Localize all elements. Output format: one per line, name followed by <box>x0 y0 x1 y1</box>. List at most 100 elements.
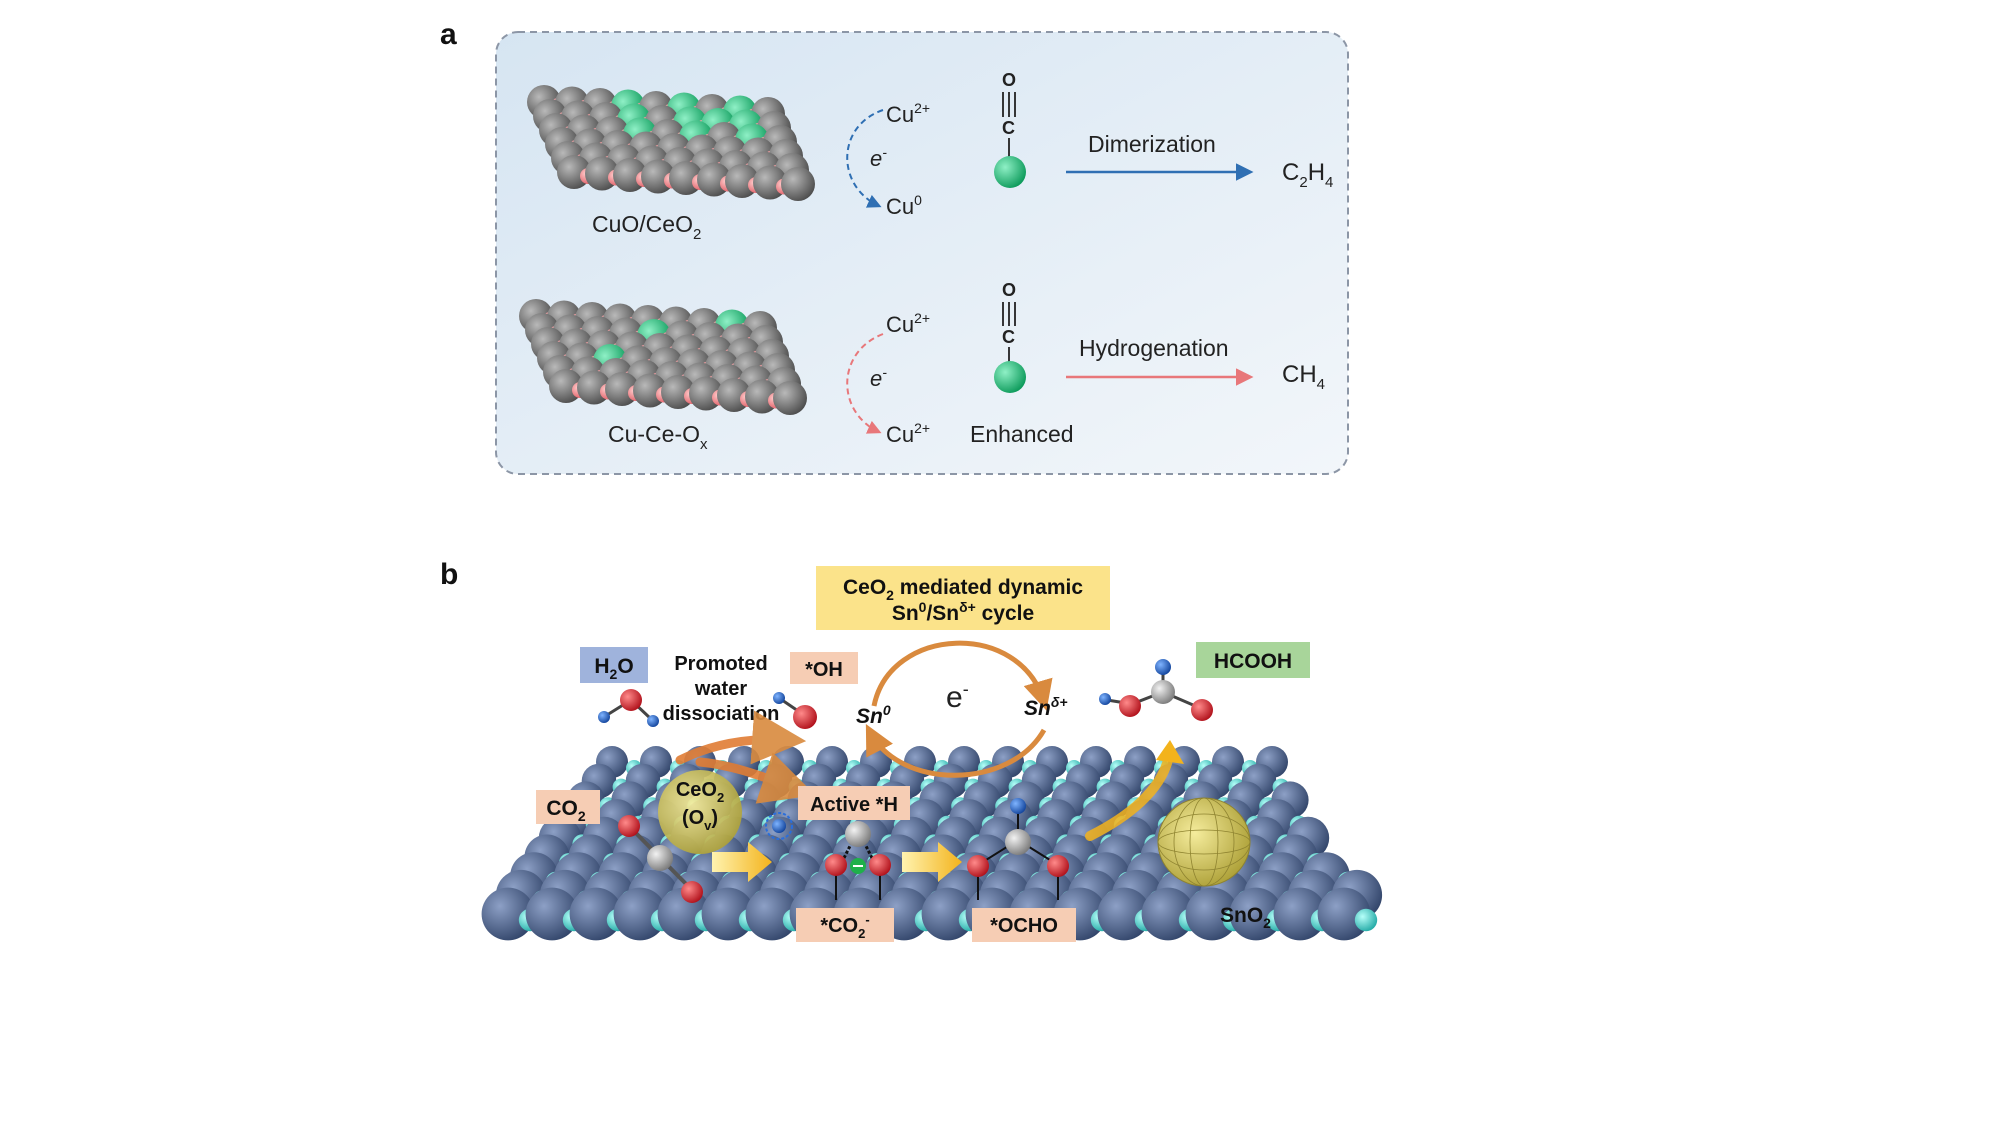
sn-atom <box>1185 887 1239 941</box>
sn-atom <box>701 887 755 941</box>
active-h-ring <box>765 812 793 840</box>
cu-ce-ox-label: Cu-Ce-Ox <box>608 421 708 453</box>
ocho-hydrogen-atom <box>1010 798 1026 814</box>
water-hydrogen-atom-2 <box>647 715 659 727</box>
cycle-arrow-bottom <box>865 724 1047 778</box>
hcooh-carbon-atom <box>1151 680 1175 704</box>
ocho-oxygen-atom-2 <box>1047 855 1069 877</box>
sn-atom <box>1229 887 1283 941</box>
ocho-box <box>972 908 1076 942</box>
ocho-oxygen-atom-1 <box>967 855 989 877</box>
ceo2-cluster <box>658 770 742 854</box>
cuo-ceo2-label: CuO/CeO2 <box>592 211 701 243</box>
ocho-label: *OCHO <box>990 915 1058 937</box>
co2-oxygen-atom-1 <box>618 815 640 837</box>
cu-stable-arrow <box>846 333 884 434</box>
sn-atom <box>1097 887 1151 941</box>
hydrogenation-label: Hydrogenation <box>1079 335 1229 361</box>
cu2plus-bottom-label: Cu2+ <box>886 420 930 447</box>
co2-oxygen-atom-2 <box>681 881 703 903</box>
enhanced-label: Enhanced <box>970 421 1074 447</box>
step-arrow-1 <box>712 842 772 882</box>
h2o-box <box>580 647 648 683</box>
cycle-title-box <box>816 566 1110 630</box>
co-bottom-c-label: C <box>1002 327 1015 347</box>
co2-ads-oxygen-atom-2 <box>869 854 891 876</box>
sndelta-label: Snδ+ <box>1024 694 1068 720</box>
oh-oxygen-atom <box>793 705 817 729</box>
desorption-arrow-head <box>1156 740 1184 764</box>
promoted-label: Promoted <box>674 653 767 675</box>
oh-hydrogen-atom <box>773 692 785 704</box>
co2-ads-label: *CO2- <box>820 912 869 941</box>
c2h4-label: C2H4 <box>1282 159 1333 191</box>
active-h-label: Active *H <box>810 794 898 816</box>
hcooh-hydrogen-atom <box>1155 659 1171 675</box>
active-h-box <box>798 786 910 820</box>
electron-bottom-label: e- <box>870 364 887 391</box>
sn0-label: Sn0 <box>856 702 891 728</box>
panel-a-label: a <box>440 18 457 51</box>
sn-atom <box>481 887 535 941</box>
sn-atom <box>1317 887 1371 941</box>
co2-ads-oxygen-atom-1 <box>825 854 847 876</box>
oxygen-atom <box>1354 908 1378 932</box>
cu-site-bottom <box>994 361 1026 393</box>
sn-atom <box>1141 887 1195 941</box>
cu2plus-top-label: Cu2+ <box>886 100 930 127</box>
hcooh-oxygen-atom-2 <box>1191 699 1213 721</box>
sn-atom <box>613 887 667 941</box>
desorption-arrow <box>1085 755 1173 841</box>
hcooh-hydroxyl-hydrogen <box>1099 693 1111 705</box>
sn-atom <box>921 887 975 941</box>
ceo2-cluster-right-grid <box>1157 797 1251 887</box>
hcooh-label: HCOOH <box>1214 650 1292 673</box>
cycle-title-line1: CeO2 mediated dynamic <box>843 576 1083 603</box>
cu-ce-ox-slab <box>519 299 807 415</box>
co2-ads-bond-2 <box>860 837 874 859</box>
cu0-label: Cu0 <box>886 192 922 219</box>
sn-atom <box>569 887 623 941</box>
co-top-c-label: C <box>1002 118 1015 138</box>
sno2-label: SnO2 <box>1220 904 1271 931</box>
step-arrow-2 <box>902 842 962 882</box>
electron-top-label: e- <box>870 144 887 171</box>
active-h-atom <box>772 819 786 833</box>
cu-site-top <box>994 156 1026 188</box>
water-hydrogen-atom-1 <box>598 711 610 723</box>
ceo2-cluster-right <box>1157 797 1251 887</box>
co-bottom-o-label: O <box>1002 280 1016 300</box>
co2-carbon-atom <box>647 845 673 871</box>
cu-reduction-arrow <box>846 109 884 208</box>
co-top-o-label: O <box>1002 70 1016 90</box>
water-oxygen-atom <box>620 689 642 711</box>
dissociation-arrow-h <box>695 752 816 804</box>
hcooh-box <box>1196 642 1310 678</box>
dimerization-label: Dimerization <box>1088 131 1216 157</box>
dissociation-arrow-oh <box>675 710 807 765</box>
dissociation-label: dissociation <box>663 703 780 725</box>
ov-label: (Ov) <box>682 807 718 833</box>
co2-ads-carbon-atom <box>845 821 871 847</box>
oh-label: *OH <box>805 659 843 681</box>
hcooh-oxygen-atom-1 <box>1119 695 1141 717</box>
cycle-arrow-top <box>871 640 1053 711</box>
cu2plus-mid-label: Cu2+ <box>886 310 930 337</box>
cycle-title-line2: Sn0/Snδ+ cycle <box>892 599 1034 625</box>
panel-b-label: b <box>440 558 458 591</box>
ch4-label: CH4 <box>1282 361 1325 393</box>
cycle-electron-label: e- <box>946 679 969 714</box>
ce-atom <box>773 381 807 415</box>
co2-label: CO2 <box>546 797 586 824</box>
sn-atom <box>745 887 799 941</box>
co2-ads-bond-1 <box>842 837 856 859</box>
cuo-ceo2-slab <box>527 85 815 201</box>
ce-atom <box>781 167 815 201</box>
sn-atom <box>525 887 579 941</box>
ceo2-label: CeO2 <box>676 779 724 805</box>
h2o-label: H2O <box>594 655 633 682</box>
sn-atom <box>1273 887 1327 941</box>
ocho-carbon-atom <box>1005 829 1031 855</box>
water-label: water <box>694 678 747 700</box>
